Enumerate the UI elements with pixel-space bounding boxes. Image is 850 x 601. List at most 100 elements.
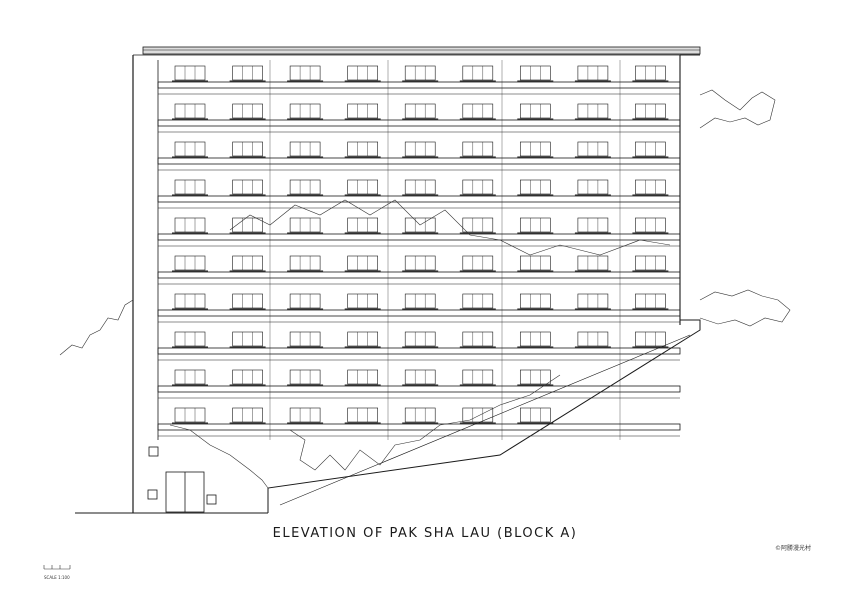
window [347, 407, 379, 423]
window [519, 255, 551, 271]
window [404, 103, 436, 119]
ground-vent-left [148, 446, 159, 457]
window [347, 65, 379, 81]
window [462, 141, 494, 157]
scale-label: SCALE 1:100 [44, 575, 70, 580]
tree-left [59, 299, 134, 356]
floor-slab [157, 271, 681, 279]
drawing-title: ELEVATION OF PAK SHA LAU (BLOCK A) [272, 526, 578, 541]
window [635, 141, 666, 157]
window [174, 331, 206, 347]
window [174, 293, 206, 309]
window [232, 103, 263, 119]
window [519, 369, 551, 385]
window [404, 293, 436, 309]
window [347, 255, 379, 271]
window [577, 331, 609, 347]
window [232, 293, 263, 309]
tree-right-low [699, 289, 791, 327]
window [174, 217, 206, 233]
window [462, 331, 494, 347]
floor-slab [157, 233, 681, 241]
floor-slab [157, 195, 681, 203]
window [635, 255, 666, 271]
floor-slab [157, 347, 681, 355]
window [289, 293, 321, 309]
floor-slab [157, 81, 681, 89]
window [232, 255, 263, 271]
window [289, 407, 321, 423]
window [174, 103, 206, 119]
window [289, 141, 321, 157]
window [232, 65, 263, 81]
window [519, 103, 551, 119]
window [462, 255, 494, 271]
window [404, 217, 436, 233]
window [462, 179, 494, 195]
window [404, 369, 436, 385]
creeper-bottom-left [169, 424, 269, 489]
creeper-center [229, 199, 671, 256]
window [404, 255, 436, 271]
window [404, 407, 436, 423]
window [577, 255, 609, 271]
window [174, 369, 206, 385]
floor-slab [157, 385, 681, 393]
window [347, 179, 379, 195]
window [404, 179, 436, 195]
window [462, 65, 494, 81]
window [232, 141, 263, 157]
copyright-stamp: ©阿勝漫光村 [775, 545, 812, 552]
window [635, 217, 666, 233]
retaining-wall-slope [267, 319, 701, 513]
window [289, 179, 321, 195]
window [174, 65, 206, 81]
window [289, 255, 321, 271]
window [577, 217, 609, 233]
window [289, 217, 321, 233]
roof-parapet [142, 46, 701, 55]
floor-bands [157, 60, 681, 440]
building-block-a [75, 46, 701, 514]
window [174, 407, 206, 423]
window [174, 141, 206, 157]
window [577, 103, 609, 119]
window [519, 331, 551, 347]
window [577, 179, 609, 195]
window [404, 141, 436, 157]
tree-right-top [699, 89, 776, 129]
window [174, 179, 206, 195]
ground-vent-mid [147, 489, 158, 500]
window [347, 103, 379, 119]
window [462, 217, 494, 233]
scale-bar [43, 565, 71, 570]
window [519, 293, 551, 309]
window [404, 331, 436, 347]
floor-slab [157, 119, 681, 127]
window [289, 369, 321, 385]
window [347, 141, 379, 157]
vegetation [59, 89, 791, 489]
window-grid [172, 65, 669, 424]
window [289, 331, 321, 347]
window [347, 369, 379, 385]
window [232, 179, 263, 195]
window [347, 217, 379, 233]
ground-vent-right [206, 494, 217, 505]
window [404, 65, 436, 81]
window [232, 217, 263, 233]
floor-slab [157, 157, 681, 165]
window [635, 103, 666, 119]
creeper-lower [289, 374, 561, 471]
window [635, 65, 666, 81]
window [519, 407, 551, 423]
window [519, 217, 551, 233]
window [519, 179, 551, 195]
window [347, 331, 379, 347]
floor-slab [157, 423, 681, 431]
window [577, 141, 609, 157]
window [577, 65, 609, 81]
window [462, 103, 494, 119]
window [462, 407, 494, 423]
